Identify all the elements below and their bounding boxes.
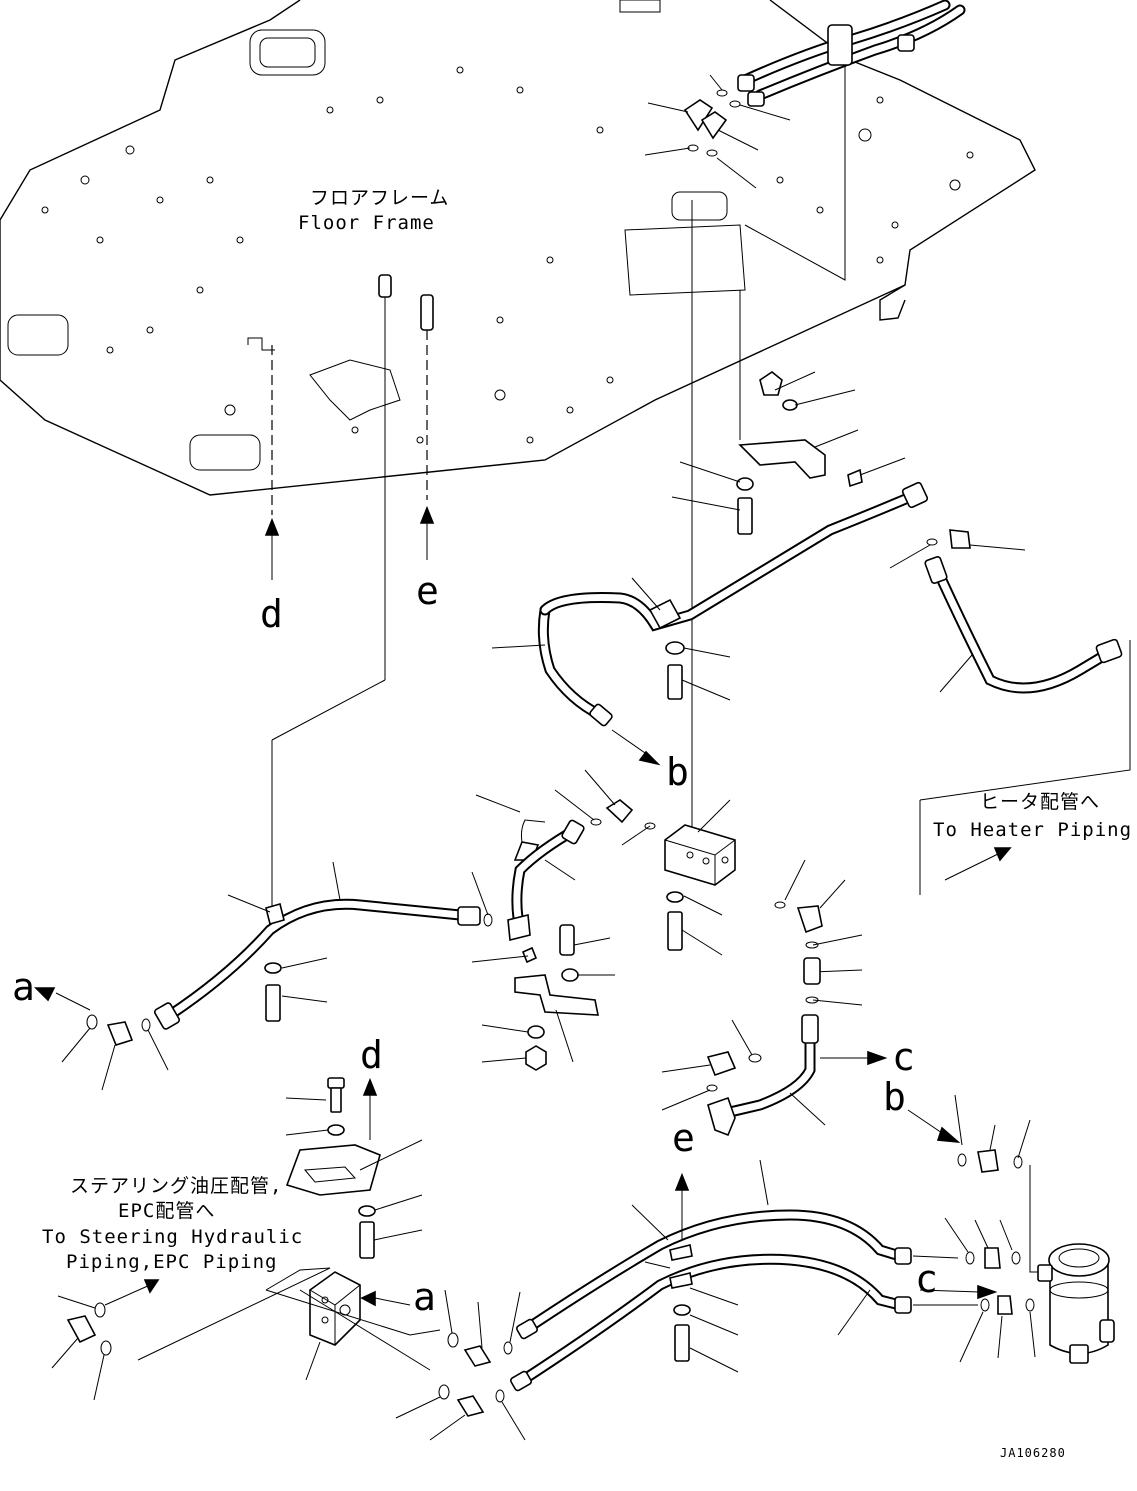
floor-frame-outline xyxy=(0,0,1036,496)
steering-label-en-2: Piping,EPC Piping xyxy=(66,1251,277,1273)
drawing-code: JA106280 xyxy=(1000,1446,1066,1460)
leader-lines-left xyxy=(34,861,489,1091)
heater-label-en: To Heater Piping xyxy=(933,819,1132,841)
ref-letter-a-left: a xyxy=(12,965,35,1009)
steering-label-en-1: To Steering Hydraulic xyxy=(42,1226,303,1248)
reference-lines xyxy=(247,200,693,915)
ref-letter-a-lower: a xyxy=(413,1275,436,1319)
leader-lines-middle xyxy=(554,769,863,1006)
steering-label-jp-1: ステアリング油圧配管, xyxy=(70,1175,282,1197)
heater-label-jp: ヒータ配管へ xyxy=(980,791,1100,813)
lower-fittings xyxy=(438,1149,1035,1417)
floor-reference-lines xyxy=(739,60,846,440)
ref-letter-b-lower: b xyxy=(883,1075,906,1119)
lower-hose-pair xyxy=(510,1172,912,1392)
ref-letter-d-lower: d xyxy=(360,1033,383,1077)
floor-frame-label-jp: フロアフレーム xyxy=(310,187,449,209)
leader-lines-bottom xyxy=(395,1159,1045,1441)
ref-letter-e-lower: e xyxy=(672,1116,695,1160)
ref-letter-e-upper: e xyxy=(416,569,439,613)
elbow-fittings-top xyxy=(683,89,741,157)
leader-lines-top xyxy=(644,74,791,189)
ref-letter-c-lower: c xyxy=(915,1257,938,1301)
clip-bracket-assembly xyxy=(507,819,599,1071)
valve-block-assembly xyxy=(590,799,823,951)
leader-lines-clip xyxy=(471,794,615,1063)
steering-label-jp-2: EPC配管へ xyxy=(118,1200,215,1222)
floor-frame-label-en: Floor Frame xyxy=(298,212,435,234)
heater-pipe-assembly xyxy=(537,371,1123,727)
lower-left-fittings xyxy=(51,1279,160,1401)
upper-hose-assembly xyxy=(737,0,966,107)
ref-letter-d-upper: d xyxy=(260,592,283,636)
ref-letter-c-upper: c xyxy=(892,1035,915,1079)
fitting-chain-right xyxy=(706,941,888,1137)
floor-frame-holes xyxy=(41,66,974,444)
ref-letter-b-upper: b xyxy=(666,750,689,794)
lower-left-mount-assembly xyxy=(285,1077,411,1346)
floor-opening xyxy=(624,224,746,296)
pump-motor xyxy=(1037,1243,1115,1364)
leader-lines-heater xyxy=(491,371,1026,766)
heater-callout xyxy=(919,640,1131,895)
left-hose-assembly xyxy=(86,898,493,1046)
leader-lines-lower-right xyxy=(661,1019,1031,1159)
leader-lines-lower-left xyxy=(137,1097,441,1381)
